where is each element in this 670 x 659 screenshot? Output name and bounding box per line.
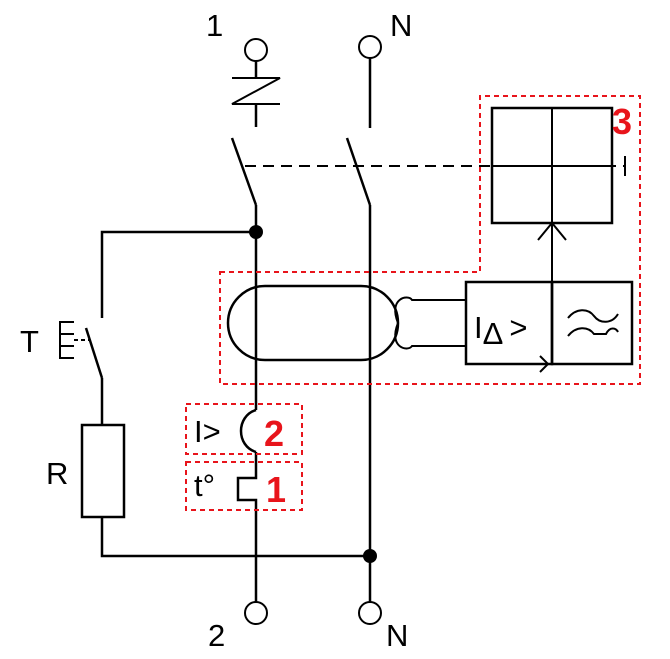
- callout-magnetic: I> 2: [185, 403, 303, 455]
- terminal-top-right: N: [358, 8, 412, 59]
- overcurrent-symbol-label: I>: [194, 414, 221, 449]
- phase-conductor: [230, 61, 281, 602]
- differential-block: IΔ>: [226, 280, 634, 373]
- callout-thermal: t° 1: [185, 461, 303, 511]
- phase-switch-contact: [230, 137, 258, 206]
- neutral-conductor: [345, 58, 372, 602]
- differential-relay-label: IΔ>: [474, 310, 527, 351]
- isolator-symbol: [231, 77, 281, 105]
- resistor-body: [80, 423, 126, 519]
- terminal-bottom-left-label: 2: [208, 618, 225, 653]
- test-button-label: T: [20, 324, 39, 359]
- test-button-head: [59, 321, 74, 359]
- terminal-top-right-label: N: [390, 8, 412, 43]
- neutral-switch-contact: [345, 137, 372, 206]
- test-button-contact: [84, 327, 104, 379]
- callout-magnetic-number: 2: [264, 413, 284, 454]
- thermal-symbol-label: t°: [194, 468, 215, 503]
- filter-wave-icon: [567, 327, 619, 337]
- filter-box: [550, 280, 634, 366]
- filter-tilde-icon: [567, 309, 619, 323]
- trip-arrow-icon: [537, 221, 567, 241]
- trip-mechanism: [490, 106, 614, 282]
- terminal-bottom-left: 2: [208, 601, 268, 653]
- callout-differential: 3: [219, 95, 641, 385]
- thermal-trip-step: [236, 472, 258, 508]
- resistor-label: R: [46, 456, 68, 491]
- terminal-bottom-right: N: [358, 601, 408, 653]
- terminal-top-left: 1: [206, 8, 268, 62]
- test-circuit: T R: [20, 230, 370, 558]
- terminal-top-left-label: 1: [206, 8, 223, 43]
- terminal-bottom-right-label: N: [386, 618, 408, 653]
- callout-differential-number: 3: [612, 101, 632, 142]
- toroid-core: [226, 284, 400, 362]
- callout-thermal-number: 1: [266, 469, 286, 510]
- magnetic-trip-arc: [239, 408, 257, 454]
